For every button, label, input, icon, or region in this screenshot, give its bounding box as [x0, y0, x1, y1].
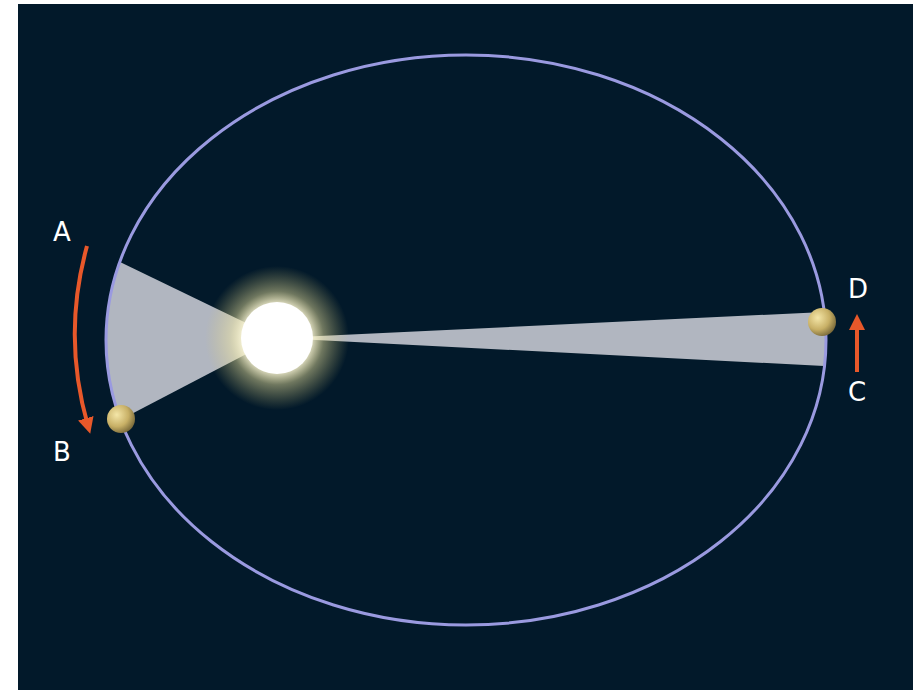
point-label: C: [848, 379, 866, 405]
motion-arrow: [855, 322, 859, 372]
swept-area: [277, 312, 826, 366]
motion-arrow: [75, 246, 88, 426]
point-label: B: [53, 439, 71, 465]
sun: [241, 302, 313, 374]
space-background: [18, 4, 913, 690]
sun-glow: [205, 266, 349, 410]
point-label: D: [848, 276, 868, 302]
orbit-ellipse: [106, 55, 826, 625]
planet: [808, 308, 836, 336]
planet: [107, 405, 135, 433]
point-label: A: [53, 219, 71, 245]
